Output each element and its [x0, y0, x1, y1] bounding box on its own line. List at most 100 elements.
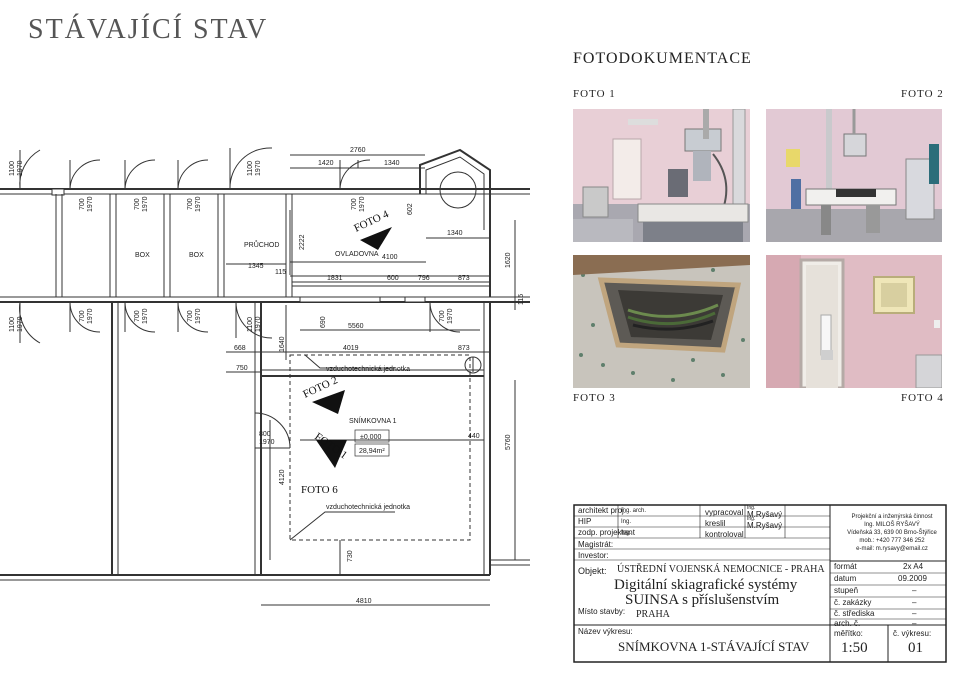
tb-vykres-label: č. výkresu:: [893, 629, 932, 638]
tb-nazev-label: Název výkresu:: [578, 627, 633, 636]
tb-zodp-label: zodp. projektant: [578, 528, 635, 537]
dim-668: 668: [234, 345, 246, 352]
dim-873-bottom: 873: [458, 345, 470, 352]
tb-project-line1: Digitální skiagrafické systémy: [614, 577, 798, 593]
door-tag-1970: 1970: [255, 316, 262, 332]
tb-datum: 09.2009: [898, 574, 927, 583]
camera-marker-foto1: [316, 440, 347, 468]
photo-section-title: FOTODOKUMENTACE: [573, 50, 752, 67]
dim-2222: 2222: [299, 234, 306, 250]
camera-marker-foto4: [360, 227, 392, 250]
dim-4120: 4120: [279, 469, 286, 485]
room-pruchod: PRŮCHOD: [244, 240, 279, 249]
door-tag-700: 700: [351, 198, 358, 210]
door-tag-1100: 1100: [247, 317, 254, 332]
photo-3-floor-opening: [573, 255, 750, 388]
tb-kreslil-name: M.Ryšavý: [747, 521, 783, 530]
door-tag-1970: 1970: [359, 196, 366, 212]
tb-strediska-label: č. střediska: [834, 609, 875, 618]
tb-zakazky-label: č. zakázky: [834, 598, 872, 607]
door-tag-1970: 1970: [142, 196, 149, 212]
dim-1340-right: 1340: [447, 230, 463, 237]
tb-vykres: 01: [908, 640, 923, 656]
tb-format-label: formát: [834, 562, 857, 571]
drawing-title: STÁVAJÍCÍ STAV: [28, 14, 269, 45]
door-tag-1970: 1970: [17, 160, 24, 176]
door-tag-1970: 1970: [195, 308, 202, 324]
tb-format: 2x A4: [903, 562, 924, 571]
door-tag-1100: 1100: [9, 161, 16, 176]
photo-1-xray-room: [573, 109, 750, 242]
tb-misto: PRAHA: [636, 609, 670, 620]
door-tag-700: 700: [79, 198, 86, 210]
tb-misto-label: Místo stavby:: [578, 607, 626, 616]
dim-2760: 2760: [350, 147, 366, 154]
room-box-1: BOX: [135, 252, 150, 259]
dim-796: 796: [418, 275, 430, 282]
door-tag-1100: 1100: [9, 317, 16, 332]
room-area: 28,94m²: [359, 448, 385, 455]
tb-company: Projekční a inženýrská činnost Ing. MILO…: [836, 513, 948, 553]
tb-hip-ing: Ing.: [621, 519, 632, 525]
door-tag-1970: 1970: [195, 196, 202, 212]
photo-label-1: FOTO 1: [573, 88, 616, 100]
door-tag-700: 700: [134, 310, 141, 322]
tb-vypracoval-ing: Ing.: [747, 505, 756, 511]
tb-vypracoval-name: M.Ryšavý: [747, 510, 783, 519]
tb-kreslil: kreslil: [705, 519, 726, 528]
dim-4100: 4100: [382, 254, 398, 261]
door-tag-1970: 1970: [87, 308, 94, 324]
dim-4019: 4019: [343, 345, 359, 352]
dim-115-a: 115: [275, 269, 286, 276]
tb-vypracoval: vypracoval: [705, 508, 744, 517]
door-tag-1970: 1970: [142, 308, 149, 324]
tb-kontroloval: kontroloval: [705, 530, 744, 539]
plan-label-foto6: FOTO 6: [301, 484, 338, 496]
tb-architekt-ing: Ing. arch.: [621, 508, 647, 514]
dim-115-b: 115: [518, 294, 525, 305]
tb-investor: Investor:: [578, 551, 609, 560]
dim-730: 730: [347, 550, 354, 562]
tb-company-line2: Ing. MILOŠ RYŠAVÝ: [864, 522, 920, 528]
tb-architekt-label: architekt proj.: [578, 506, 627, 515]
room-snimkovna: SNÍMKOVNA 1: [349, 416, 397, 425]
floor-plan: 2760 1420 1340 1340 4100 1831 600 796 87…: [0, 147, 530, 606]
tb-hip-label: HIP: [578, 517, 592, 526]
room-level: ±0,000: [360, 434, 381, 441]
dim-1620: 1620: [505, 252, 512, 268]
dim-1345: 1345: [248, 263, 264, 270]
photo-label-2: FOTO 2: [901, 88, 944, 100]
tb-company-line1: Projekční a inženýrská činnost: [851, 514, 933, 520]
tb-stupen-label: stupeň: [834, 586, 859, 595]
dim-750: 750: [236, 365, 248, 372]
tb-meritko-label: měřítko:: [834, 629, 863, 638]
title-block-frame: [573, 504, 947, 663]
dim-1831: 1831: [327, 275, 343, 282]
dim-1340-top: 1340: [384, 160, 400, 167]
tb-meritko: 1:50: [841, 640, 868, 656]
door-1970: 1970: [259, 439, 275, 446]
tb-nazev: SNÍMKOVNA 1-STÁVAJÍCÍ STAV: [618, 639, 810, 654]
door-tag-700: 700: [79, 310, 86, 322]
door-800: 800: [259, 431, 271, 438]
tb-objekt-label: Objekt:: [578, 566, 607, 576]
door-tag-700: 700: [187, 310, 194, 322]
door-tag-1970: 1970: [87, 196, 94, 212]
tb-kreslil-ing: Ing.: [747, 516, 756, 522]
dim-440: 440: [468, 433, 480, 440]
room-box-2: BOX: [189, 252, 204, 259]
tb-objekt: ÚSTŘEDNÍ VOJENSKÁ NEMOCNICE - PRAHA: [617, 564, 825, 575]
tb-company-line5: e-mail: m.rysavy@email.cz: [856, 546, 928, 552]
tb-strediska: –: [912, 609, 917, 618]
door-tag-1100: 1100: [247, 161, 254, 176]
tb-company-line4: mob.: +420 777 346 252: [859, 538, 925, 544]
tb-magistrat: Magistrát:: [578, 540, 614, 549]
tb-zakazky: –: [912, 598, 917, 607]
photo-2-xray-room: [766, 109, 942, 242]
label-vzt-1: vzduchotechnická jednotka: [326, 366, 410, 373]
dim-1640: 1640: [279, 336, 286, 352]
label-vzt-2: vzduchotechnická jednotka: [326, 504, 410, 511]
dim-1420: 1420: [318, 160, 334, 167]
dim-873-top: 873: [458, 275, 470, 282]
dim-602: 602: [407, 203, 414, 215]
